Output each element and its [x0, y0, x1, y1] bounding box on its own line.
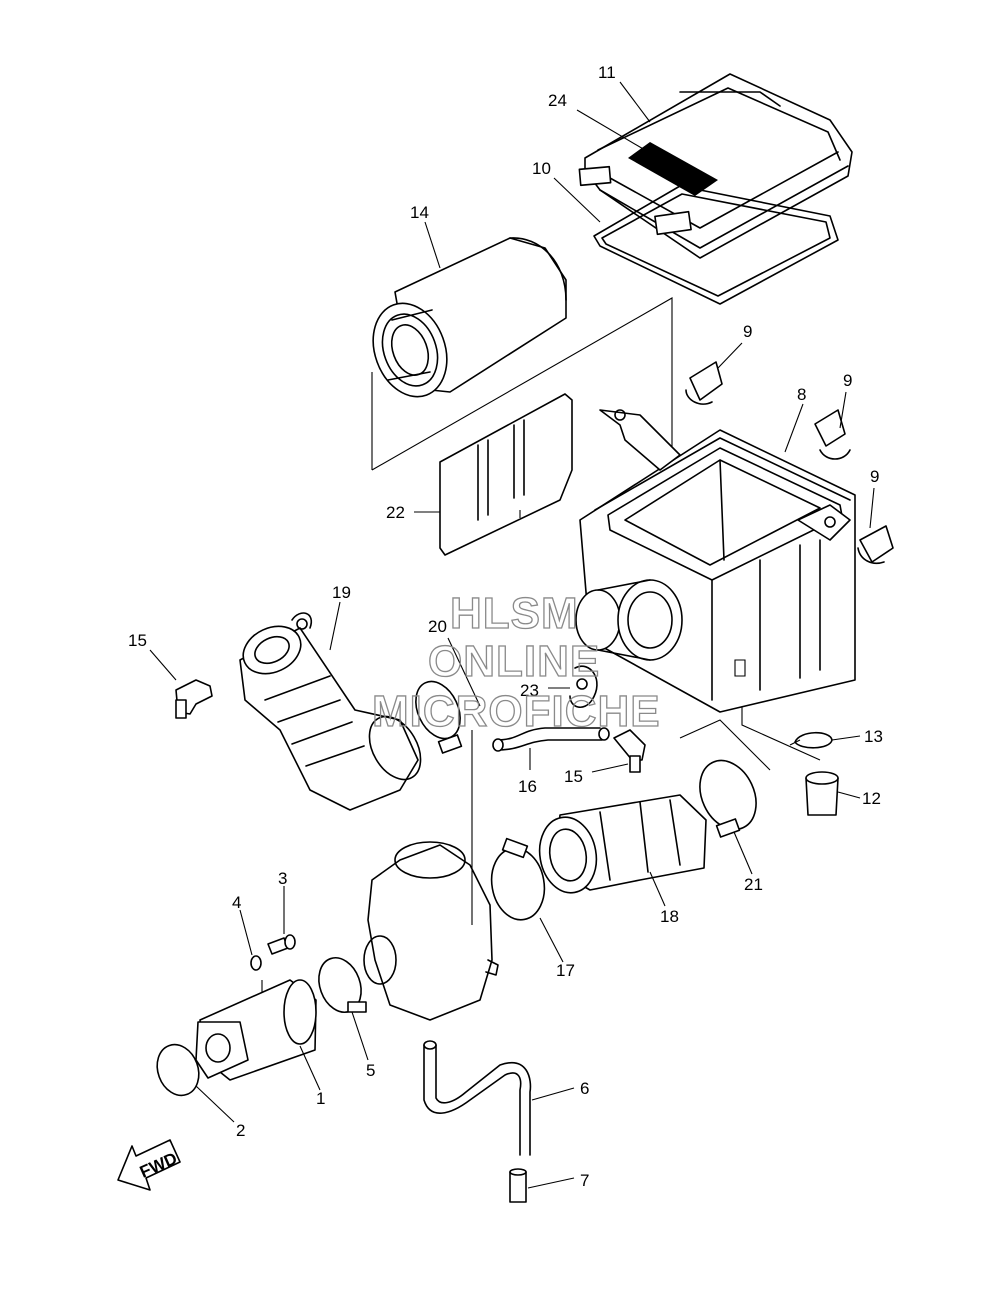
element-plate-part-22 [439, 393, 573, 556]
clamp-part-17 [490, 837, 546, 921]
label-18: 18 [660, 907, 679, 926]
drain-hose-part-6 [423, 1040, 532, 1156]
label-4: 4 [232, 893, 241, 912]
label-6: 6 [580, 1079, 589, 1098]
plug-part-7 [509, 1168, 527, 1203]
intake-duct-part-19 [239, 612, 422, 811]
clip-part-9-b [814, 409, 851, 460]
clamp-part-5 [318, 957, 367, 1013]
watermark-line-3: MICROFICHE [372, 687, 661, 736]
clip-part-9-c [857, 525, 894, 564]
label-7: 7 [580, 1171, 589, 1190]
watermark-line-1: HLSM [450, 589, 579, 638]
label-15-a: 15 [128, 631, 147, 650]
label-17: 17 [556, 961, 575, 980]
elbow-fitting-part-15-a [175, 679, 213, 719]
label-2: 2 [236, 1121, 245, 1140]
inlet-pipe-part-1 [195, 979, 317, 1081]
label-5: 5 [366, 1061, 375, 1080]
elbow-fitting-part-15-b [613, 729, 646, 773]
label-11: 11 [598, 63, 616, 82]
label-15-b: 15 [564, 767, 583, 786]
air-box-cover-part-11 [578, 73, 853, 259]
label-23: 23 [520, 681, 539, 700]
label-9-c: 9 [870, 467, 879, 486]
label-14: 14 [410, 203, 429, 222]
air-filter-element-part-14 [372, 237, 567, 398]
label-1: 1 [316, 1089, 325, 1108]
label-8: 8 [797, 385, 806, 404]
label-3: 3 [278, 869, 287, 888]
label-24: 24 [548, 91, 567, 110]
label-22: 22 [386, 503, 405, 522]
hose-part-16 [492, 727, 610, 752]
label-10: 10 [532, 159, 551, 178]
cap-part-12 [805, 771, 839, 816]
clip-part-9-a [685, 361, 723, 405]
watermark-line-2: ONLINE [428, 637, 600, 686]
carburetor-outline [363, 841, 499, 1021]
air-box-case-part-8 [579, 409, 856, 713]
bolt-part-3 [267, 934, 296, 955]
label-13: 13 [864, 727, 883, 746]
leader-lines [149, 81, 875, 1189]
washer-part-4 [250, 955, 262, 971]
label-12: 12 [862, 789, 881, 808]
clamp-part-21 [699, 759, 757, 838]
air-box-outlet-duct [575, 579, 683, 661]
label-9-a: 9 [743, 322, 752, 341]
clamp-part-23 [569, 665, 598, 708]
label-21: 21 [744, 875, 763, 894]
o-ring-part-2 [156, 1043, 200, 1097]
carburetor-joint-part-18 [538, 794, 707, 894]
fwd-arrow-icon: FWD [117, 1139, 181, 1191]
label-9-b: 9 [843, 371, 852, 390]
part-number-labels: 11 24 10 14 9 9 8 9 22 19 20 15 23 16 15… [128, 63, 883, 1190]
clip-part-13 [789, 731, 833, 749]
label-20: 20 [428, 617, 447, 636]
clamp-part-20 [415, 680, 463, 754]
label-sticker-part-24 [628, 142, 718, 196]
gasket-part-10 [593, 185, 839, 305]
label-19: 19 [332, 583, 351, 602]
watermark: HLSM ONLINE MICROFICHE [371, 588, 661, 736]
label-16: 16 [518, 777, 537, 796]
